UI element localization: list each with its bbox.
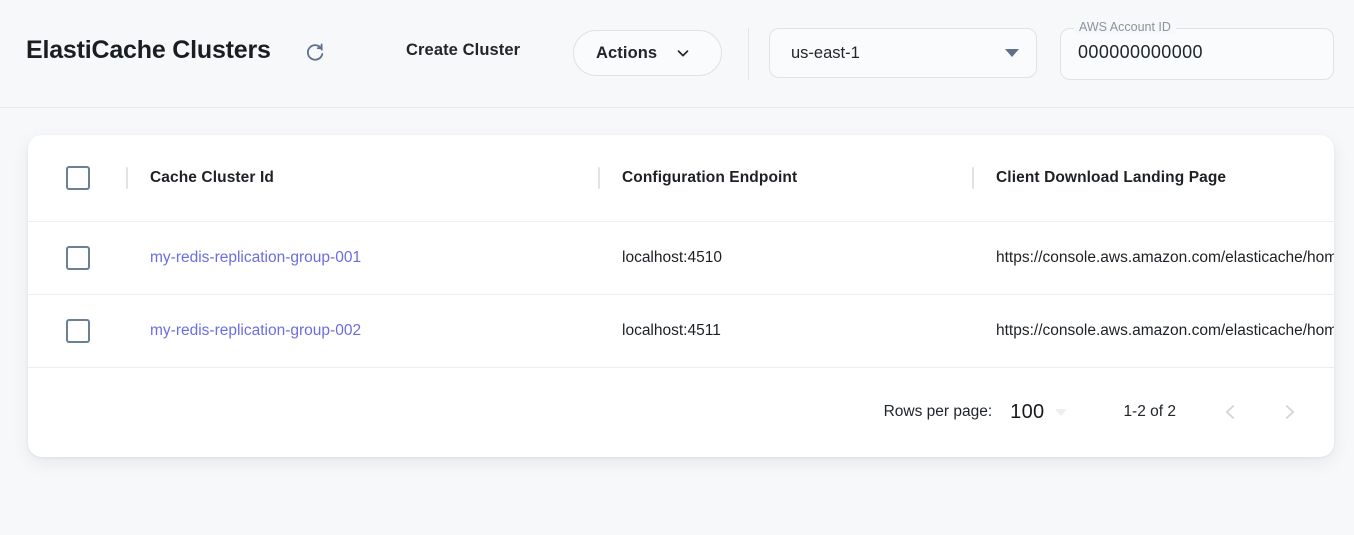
column-header-client-download-landing-page[interactable]: Client Download Landing Page bbox=[974, 169, 1334, 187]
triangle-down-icon bbox=[1055, 408, 1068, 416]
row-checkbox[interactable] bbox=[66, 246, 90, 270]
table-row[interactable]: my-redis-replication-group-002 localhost… bbox=[28, 295, 1334, 368]
aws-account-id-label: AWS Account ID bbox=[1074, 20, 1176, 34]
pagination-range-label: 1-2 of 2 bbox=[1123, 403, 1176, 420]
landing-page-value: https://console.aws.amazon.com/elasticac… bbox=[996, 249, 1334, 266]
create-cluster-button[interactable]: Create Cluster bbox=[406, 41, 521, 59]
rows-per-page-select[interactable]: 100 bbox=[1010, 400, 1068, 424]
aws-account-id-value: 000000000000 bbox=[1078, 42, 1203, 62]
table-pagination: Rows per page: 100 1-2 of 2 bbox=[28, 368, 1334, 456]
refresh-icon[interactable] bbox=[302, 40, 328, 66]
page-title: ElastiCache Clusters bbox=[26, 36, 271, 64]
table-row[interactable]: my-redis-replication-group-001 localhost… bbox=[28, 222, 1334, 295]
row-select-cell bbox=[28, 319, 126, 343]
top-toolbar: ElastiCache Clusters Create Cluster Acti… bbox=[0, 0, 1354, 108]
clusters-card: Cache Cluster Id Configuration Endpoint … bbox=[28, 135, 1334, 457]
column-header-configuration-endpoint[interactable]: Configuration Endpoint bbox=[600, 169, 972, 187]
table-header-row: Cache Cluster Id Configuration Endpoint … bbox=[28, 135, 1334, 222]
column-separator bbox=[126, 167, 128, 189]
column-header-label: Cache Cluster Id bbox=[150, 169, 274, 186]
aws-account-id-field[interactable]: AWS Account ID 000000000000 bbox=[1060, 20, 1334, 80]
cell-configuration-endpoint: localhost:4511 bbox=[600, 322, 972, 340]
clusters-table: Cache Cluster Id Configuration Endpoint … bbox=[28, 135, 1334, 456]
select-all-cell bbox=[28, 166, 126, 190]
actions-button-label: Actions bbox=[596, 43, 658, 62]
column-separator bbox=[972, 167, 974, 189]
cell-client-download-landing-page: https://console.aws.amazon.com/elasticac… bbox=[974, 249, 1334, 267]
row-select-cell bbox=[28, 246, 126, 270]
column-separator bbox=[598, 167, 600, 189]
cluster-id-link[interactable]: my-redis-replication-group-001 bbox=[150, 249, 362, 266]
region-select-value: us-east-1 bbox=[791, 43, 860, 62]
cell-cache-cluster-id: my-redis-replication-group-001 bbox=[128, 249, 598, 267]
cluster-id-link[interactable]: my-redis-replication-group-002 bbox=[150, 322, 362, 339]
toolbar-divider bbox=[748, 28, 749, 80]
landing-page-value: https://console.aws.amazon.com/elasticac… bbox=[996, 322, 1334, 339]
row-checkbox[interactable] bbox=[66, 319, 90, 343]
rows-per-page-value: 100 bbox=[1010, 400, 1045, 423]
column-header-label: Configuration Endpoint bbox=[622, 169, 798, 186]
region-select[interactable]: us-east-1 bbox=[769, 28, 1037, 78]
actions-button[interactable]: Actions bbox=[573, 30, 722, 76]
chevron-down-icon bbox=[674, 44, 692, 62]
cell-configuration-endpoint: localhost:4510 bbox=[600, 249, 972, 267]
triangle-down-icon bbox=[1005, 49, 1019, 57]
cell-cache-cluster-id: my-redis-replication-group-002 bbox=[128, 322, 598, 340]
configuration-endpoint-value: localhost:4511 bbox=[622, 322, 721, 339]
rows-per-page-label: Rows per page: bbox=[883, 403, 993, 420]
column-header-cache-cluster-id[interactable]: Cache Cluster Id bbox=[128, 169, 598, 187]
select-all-checkbox[interactable] bbox=[66, 166, 90, 190]
column-header-label: Client Download Landing Page bbox=[996, 169, 1227, 186]
chevron-left-icon[interactable] bbox=[1218, 399, 1244, 425]
cell-client-download-landing-page: https://console.aws.amazon.com/elasticac… bbox=[974, 322, 1334, 340]
chevron-right-icon[interactable] bbox=[1276, 399, 1302, 425]
configuration-endpoint-value: localhost:4510 bbox=[622, 249, 722, 266]
